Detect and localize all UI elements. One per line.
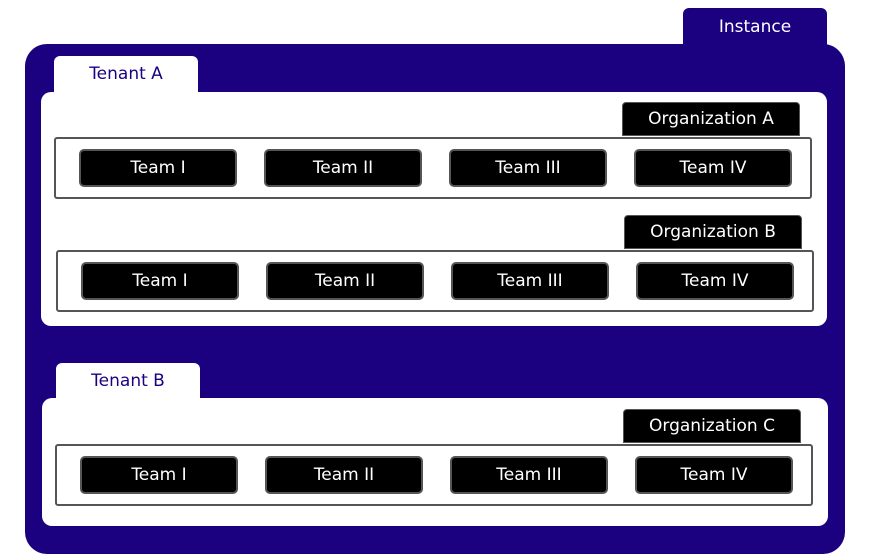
team-node: Team II xyxy=(266,262,424,300)
team-node: Team III xyxy=(451,262,609,300)
organization-c-container: Team I Team II Team III Team IV xyxy=(55,444,813,506)
organization-b-label: Organization B xyxy=(624,215,802,249)
team-node: Team III xyxy=(449,149,607,187)
team-node: Team IV xyxy=(636,262,794,300)
team-node: Team I xyxy=(80,456,238,494)
team-node: Team III xyxy=(450,456,608,494)
instance-label: Instance xyxy=(683,8,827,46)
team-node: Team IV xyxy=(634,149,792,187)
team-node: Team I xyxy=(81,262,239,300)
tenant-a-label: Tenant A xyxy=(54,56,198,92)
tenant-b-label: Tenant B xyxy=(56,363,200,399)
team-node: Team II xyxy=(265,456,423,494)
team-node: Team II xyxy=(264,149,422,187)
organization-a-container: Team I Team II Team III Team IV xyxy=(54,137,812,199)
organization-a-label: Organization A xyxy=(622,102,800,136)
team-node: Team I xyxy=(79,149,237,187)
organization-b-container: Team I Team II Team III Team IV xyxy=(56,250,814,312)
team-node: Team IV xyxy=(635,456,793,494)
organization-c-label: Organization C xyxy=(623,409,801,443)
